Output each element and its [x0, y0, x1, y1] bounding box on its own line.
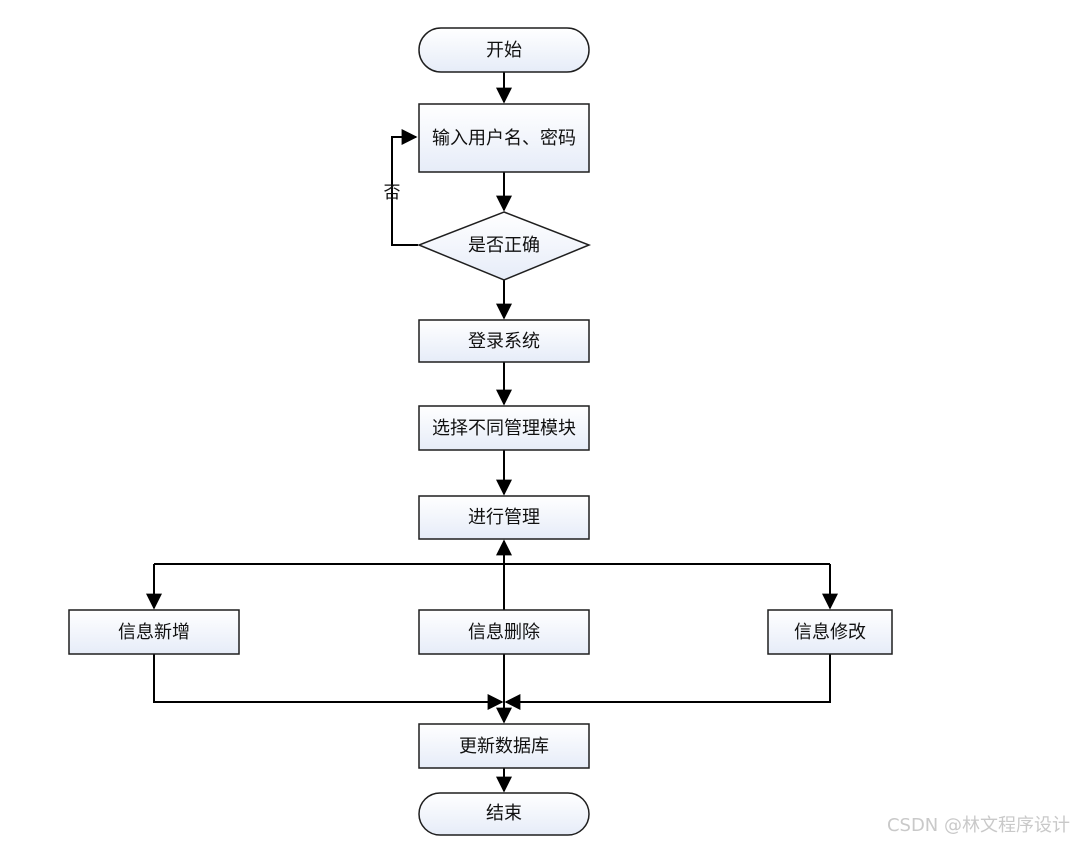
terminator-start: [418, 27, 590, 73]
node-input: 输入用户名、密码: [418, 103, 590, 173]
edge-modify-update: [504, 654, 831, 710]
node-end: 结束: [418, 792, 590, 836]
watermark-text: CSDN @林文程序设计: [887, 815, 1070, 836]
node-start: 开始: [418, 27, 590, 73]
node-input-label: 输入用户名、密码: [432, 128, 576, 149]
process-delete: [418, 609, 590, 655]
node-add: 信息新增: [68, 609, 240, 655]
edge-check-input-no: [391, 129, 418, 246]
edge-add-update: [153, 654, 504, 710]
node-update: 更新数据库: [418, 723, 590, 769]
node-modify: 信息修改: [767, 609, 893, 655]
node-check: 是否正确: [416, 211, 592, 281]
node-manage: 进行管理: [418, 495, 590, 540]
node-add-label: 信息新增: [118, 622, 190, 643]
process-login: [418, 319, 590, 363]
node-end-label: 结束: [486, 803, 522, 824]
node-manage-label: 进行管理: [468, 507, 540, 528]
node-select: 选择不同管理模块: [418, 405, 590, 451]
node-update-label: 更新数据库: [459, 736, 549, 757]
edge-label-no: 否: [384, 183, 401, 203]
node-modify-label: 信息修改: [794, 622, 866, 643]
node-select-label: 选择不同管理模块: [432, 418, 576, 439]
process-add: [68, 609, 240, 655]
node-login-label: 登录系统: [468, 331, 540, 352]
process-input: [418, 103, 590, 173]
process-select: [418, 405, 590, 451]
process-modify: [767, 609, 893, 655]
process-manage: [418, 495, 590, 540]
node-check-label: 是否正确: [468, 235, 540, 256]
process-update: [418, 723, 590, 769]
node-login: 登录系统: [418, 319, 590, 363]
node-delete: 信息删除: [418, 609, 590, 655]
node-delete-label: 信息删除: [468, 622, 540, 643]
node-start-label: 开始: [486, 40, 522, 61]
edges: [146, 72, 838, 793]
terminator-end: [418, 792, 590, 836]
decision-check: [416, 211, 592, 281]
